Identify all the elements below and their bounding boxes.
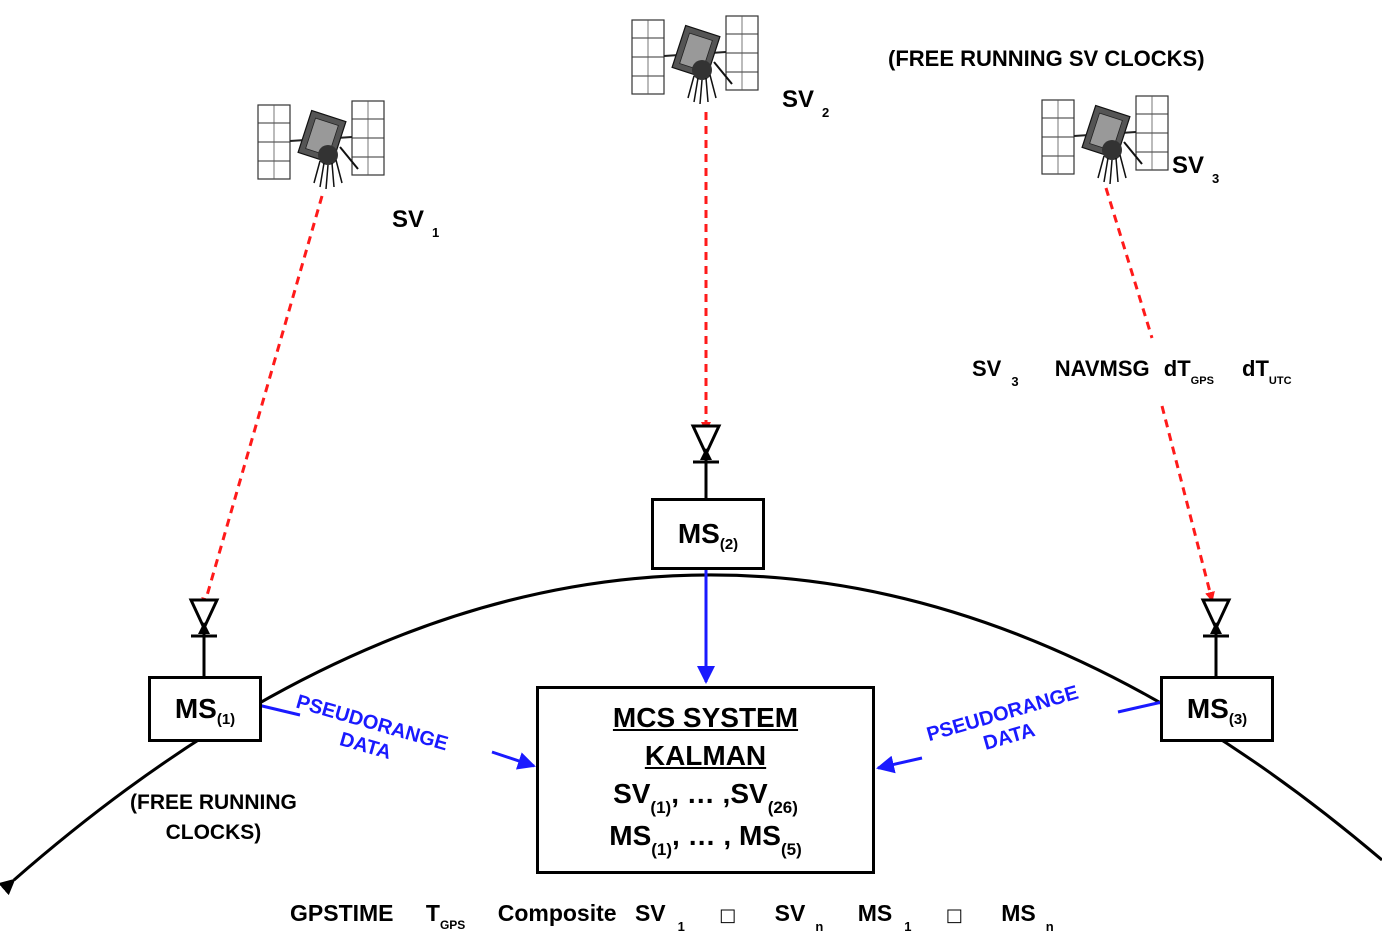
satellite-icon [1042,92,1168,184]
monitor-station-1: MS(1) [148,676,262,742]
free-running-clocks-note: (FREE RUNNING CLOCKS) [130,791,297,844]
mcs-ms-line: MS(1), … , MS(5) [609,820,802,859]
navmsg-line: SV3 NAVMSG dTGPS dTUTC [972,356,1292,389]
antenna-icon [692,424,720,464]
mcs-title: MCS SYSTEM [612,702,799,733]
satellite-icon [632,12,758,104]
mcs-sv-line: SV(1), … ,SV(26) [613,778,798,817]
mcs-system-box: MCS SYSTEM KALMAN SV(1), … ,SV(26) MS(1)… [536,686,875,874]
monitor-station-2: MS(2) [651,498,765,570]
monitor-station-3: MS(3) [1160,676,1274,742]
mcs-subtitle: KALMAN [644,740,767,771]
gpstime-equation: GPSTIME TGPS Composite SV1 □ SVn MS1 □ M… [290,900,1054,934]
antenna-icon [190,598,218,638]
antenna-icon [1202,598,1230,638]
satellite-icon [258,97,384,189]
free-running-sv-clocks-note: (FREE RUNNING SV CLOCKS) [888,46,1205,71]
